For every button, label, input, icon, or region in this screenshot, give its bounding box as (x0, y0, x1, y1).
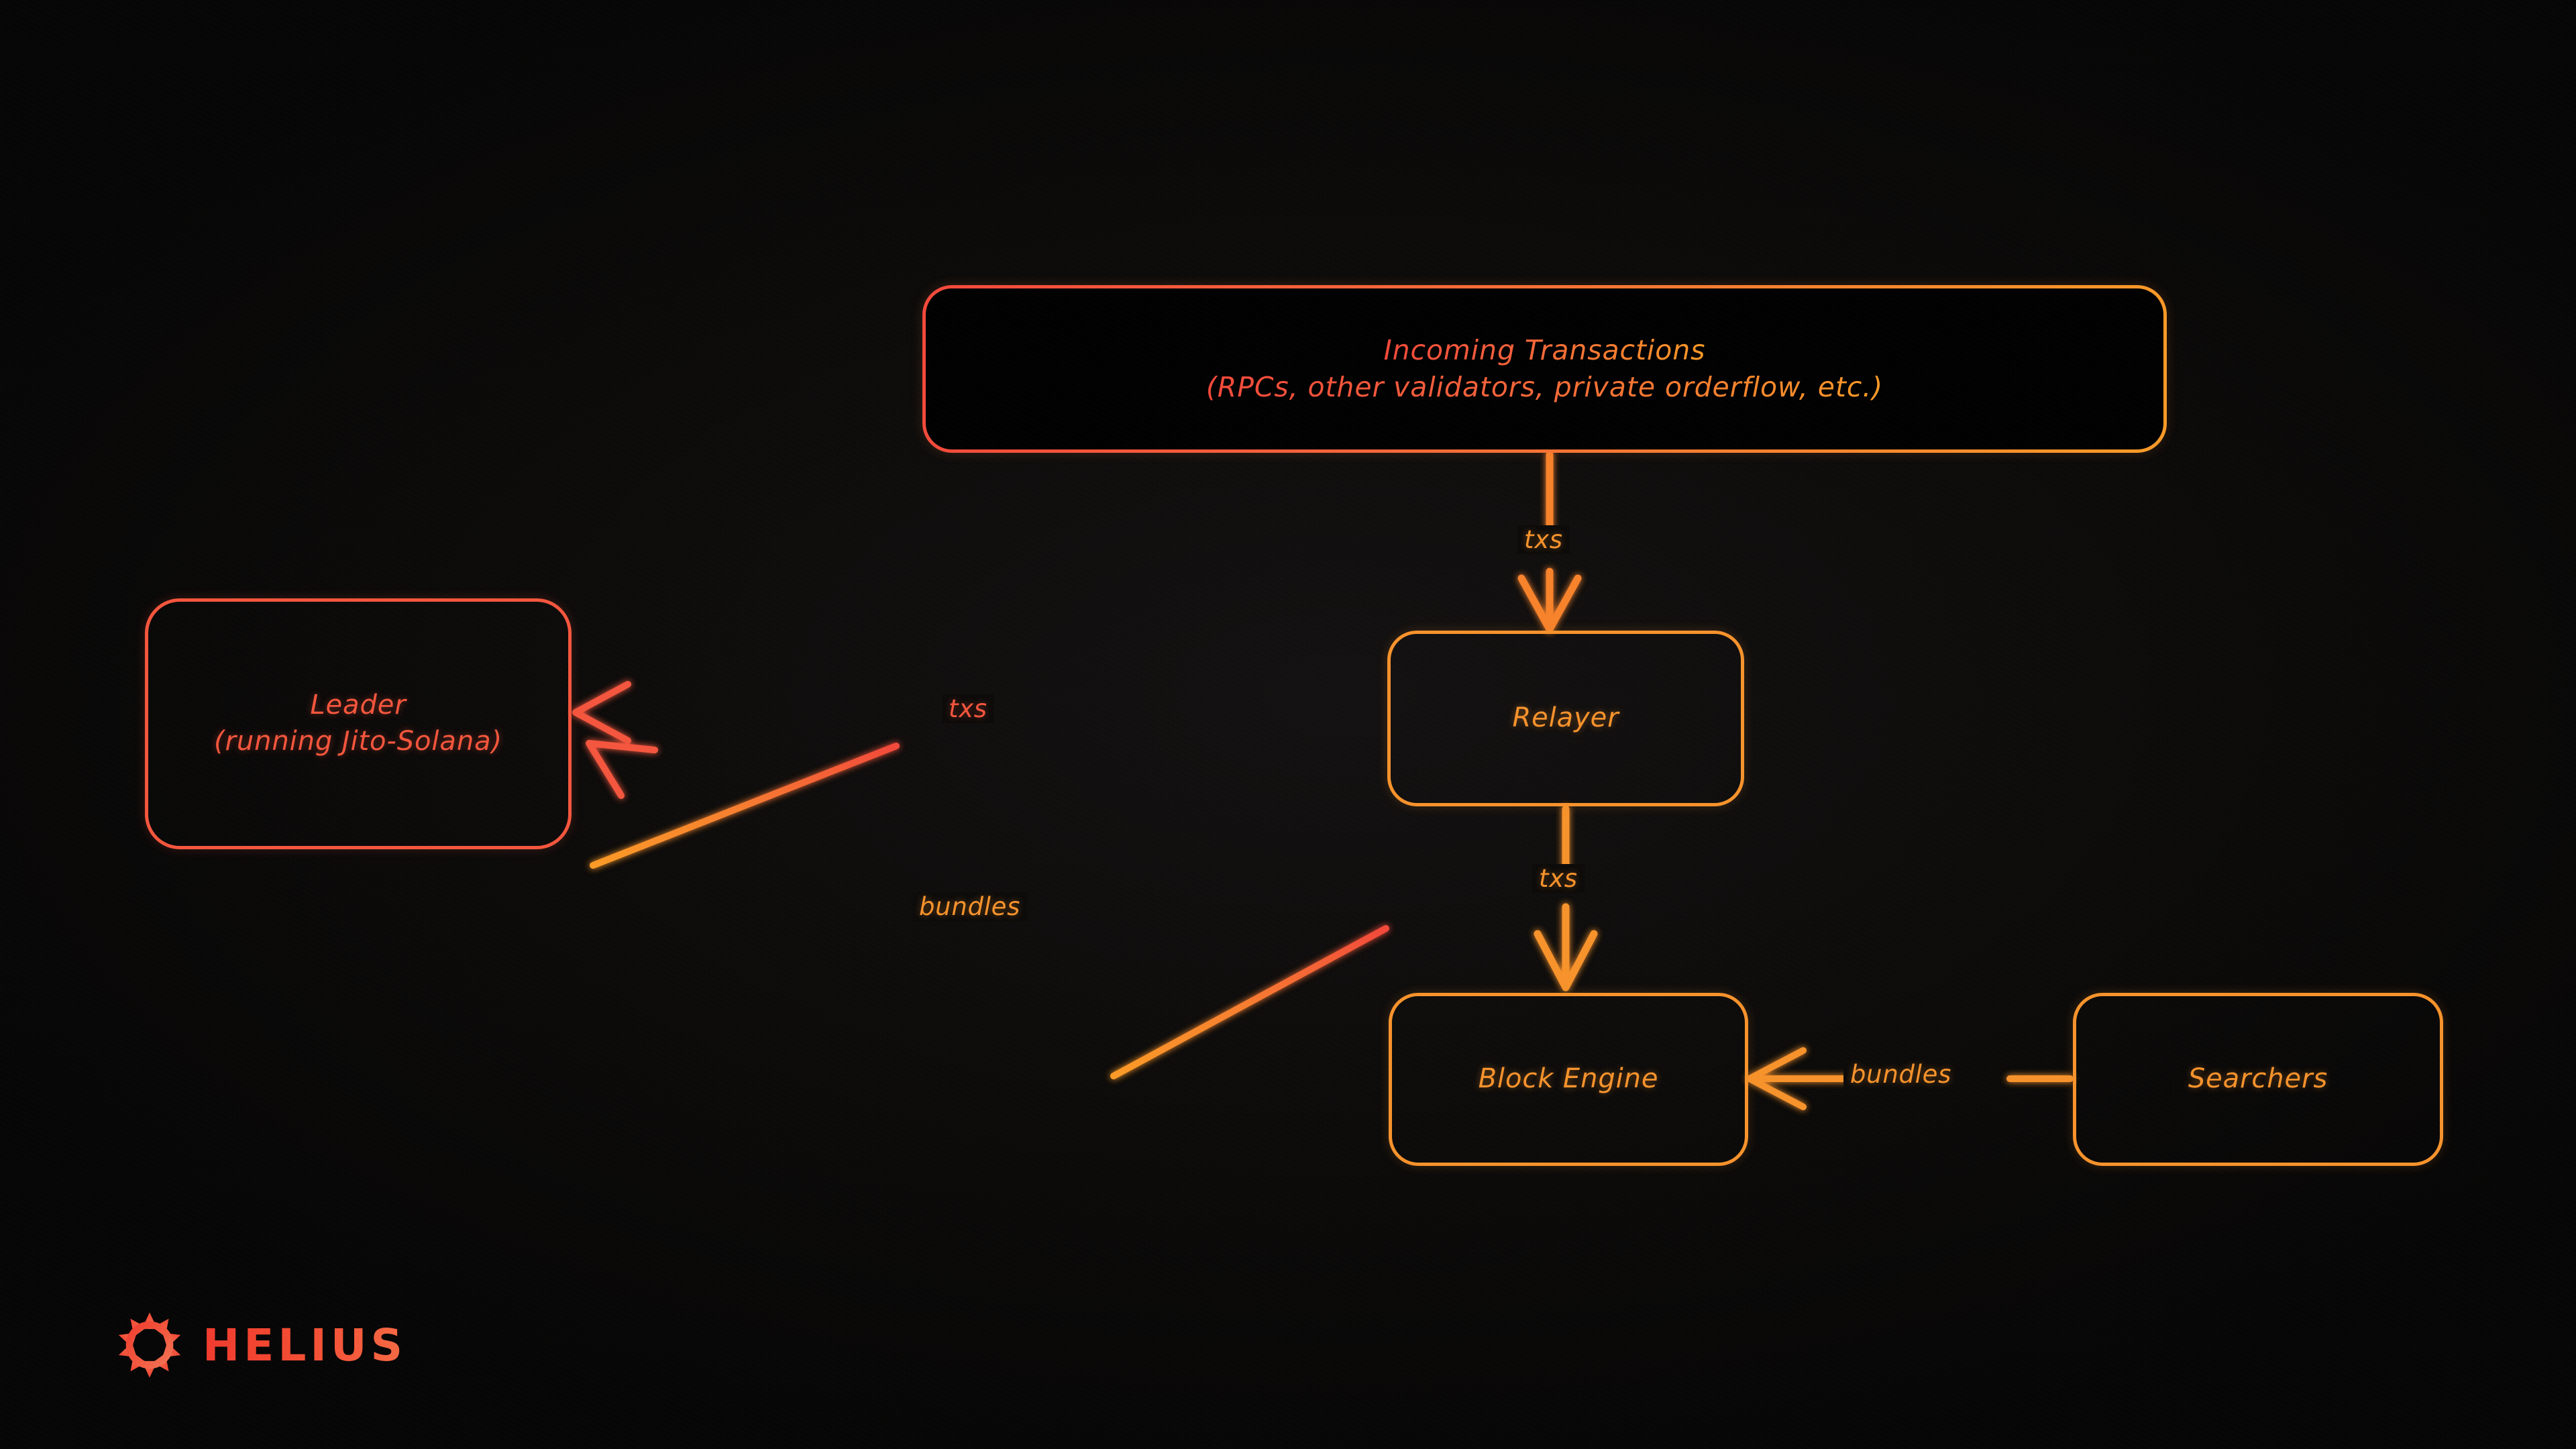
edge-relayer-to-leader (572, 681, 1389, 744)
node-searchers-label: Searchers (2188, 1063, 2328, 1095)
node-incoming-transactions[interactable]: Incoming Transactions (RPCs, other valid… (922, 285, 2167, 453)
edge-label-relayer-to-leader: txs (942, 694, 994, 723)
node-leader[interactable]: Leader (running Jito-Solana) (145, 598, 572, 849)
edge-label-relayer-to-block-engine: txs (1532, 864, 1585, 893)
edge-label-searchers-to-block-engine: bundles (1843, 1060, 1959, 1089)
node-searchers[interactable]: Searchers (2073, 993, 2443, 1166)
edge-incoming-to-relayer (1517, 451, 1582, 633)
node-block-engine[interactable]: Block Engine (1389, 993, 1748, 1166)
node-incoming-transactions-line2: (RPCs, other validators, private orderfl… (1206, 369, 1883, 406)
helius-sunburst-icon (118, 1312, 181, 1378)
node-block-engine-label: Block Engine (1478, 1063, 1659, 1095)
helius-logo: HELIUS (114, 1309, 407, 1381)
node-leader-line2: (running Jito-Solana) (213, 726, 503, 757)
node-leader-line1: Leader (310, 690, 407, 721)
edge-label-incoming-to-relayer: txs (1517, 525, 1570, 554)
node-relayer[interactable]: Relayer (1387, 631, 1744, 806)
node-relayer-label: Relayer (1512, 702, 1619, 734)
edge-block-engine-to-leader (586, 740, 1389, 1079)
edge-relayer-to-block-engine (1534, 805, 1598, 991)
node-incoming-transactions-line1: Incoming Transactions (1384, 332, 1706, 369)
edge-label-block-engine-to-leader: bundles (912, 892, 1028, 921)
helius-wordmark: HELIUS (203, 1319, 407, 1371)
